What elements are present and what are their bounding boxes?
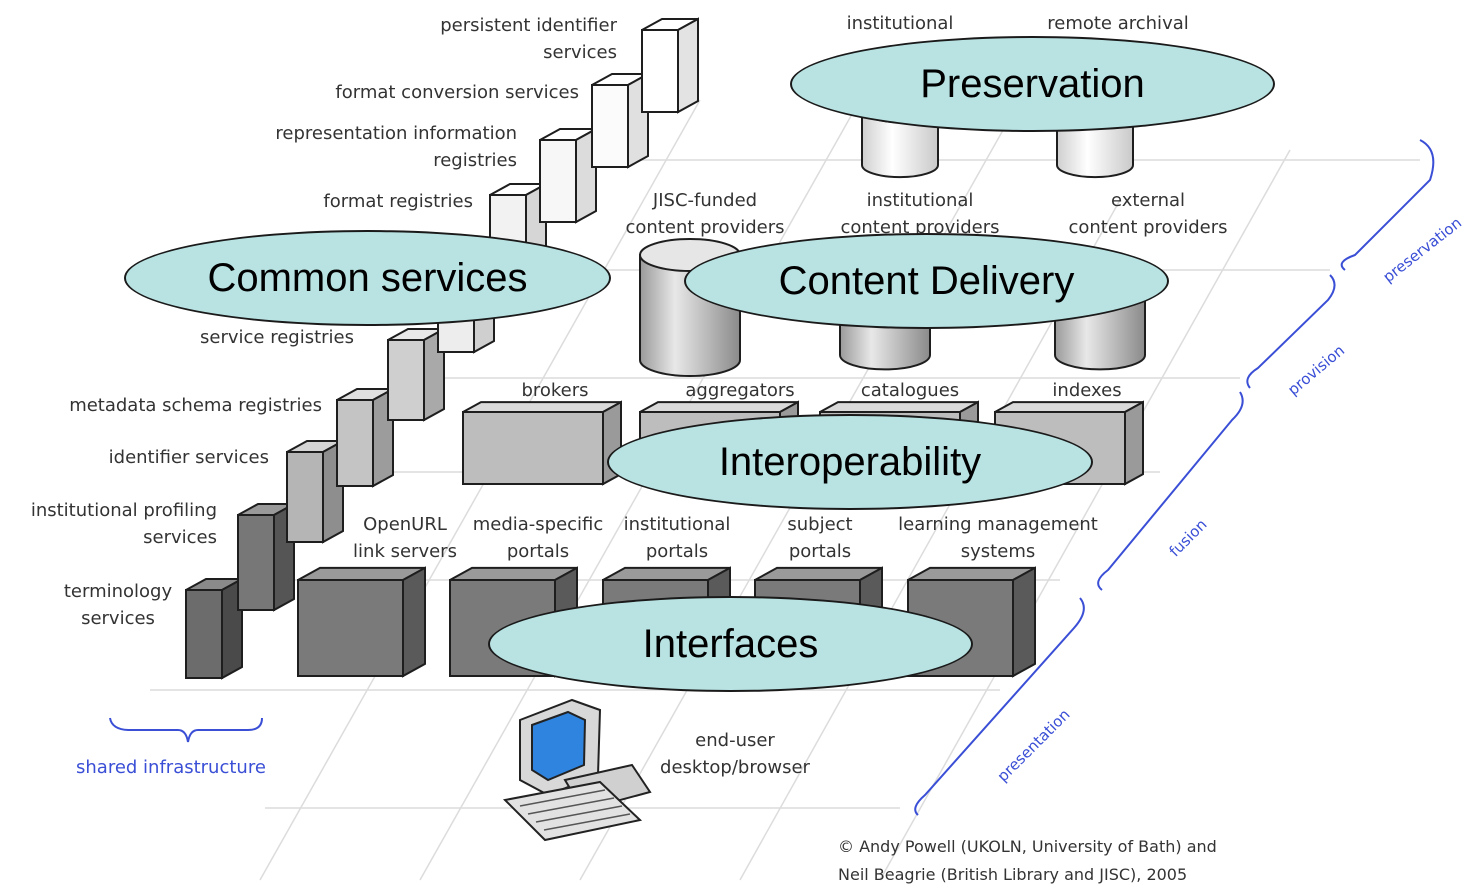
layer-preservation: Preservation [790,36,1275,132]
fusion-box-0 [462,400,622,486]
label-format-conversion: format conversion services [335,82,579,103]
label-jisc-funded: JISC-funded content providers [625,190,785,238]
label-indexes: indexes [1052,380,1122,401]
bracket-presentation [914,597,1085,816]
layer-brackets [109,139,1435,816]
grid-line-d5 [879,149,1291,881]
bracket-preservation [1340,139,1435,271]
shared-service-box-3 [336,387,394,488]
label-institutional-archive: institutional [846,13,954,34]
label-aggregators: aggregators [685,380,795,401]
shared-service-box-9 [641,17,699,114]
shared-service-box-7 [539,127,597,224]
label-persistent-identifier: persistent identifier services [440,15,617,63]
label-learning-management: learning management systems [898,514,1098,562]
label-external-content: external content providers [1068,190,1228,238]
label-metadata-schema: metadata schema registries [69,395,322,416]
label-institutional-profiling: institutional profiling services [30,500,217,548]
label-catalogues: catalogues [860,380,960,401]
label-institutional-portals: institutional portals [623,514,731,562]
layer-content-delivery: Content Delivery [684,233,1169,329]
layer-interoperability: Interoperability [607,414,1093,510]
label-openurl: OpenURL link servers [353,514,457,562]
bracket-fusion [1097,391,1244,591]
layer-common-services: Common services [124,230,611,326]
bracket-shared-infrastructure [109,717,263,743]
shared-service-box-8 [591,72,649,169]
shared-service-box-0 [185,577,243,680]
label-service-registries: service registries [200,327,354,348]
grid-line-d1 [259,99,701,881]
shared-service-box-4 [387,327,445,422]
label-media-specific: media-specific portals [472,514,604,562]
label-representation-information: representation information registries [275,123,517,171]
shared-service-box-2 [286,439,344,544]
label-shared-infrastructure: shared infrastructure [76,757,266,778]
presentation-box-0 [297,566,426,678]
credit-text: © Andy Powell (UKOLN, University of Bath… [838,837,1217,884]
label-terminology: terminology services [63,581,173,629]
label-format-registries: format registries [323,191,473,212]
grid-line-d2 [419,99,861,881]
label-remote-archival: remote archival [1047,13,1189,34]
bracket-provision [1246,274,1336,389]
layer-interfaces: Interfaces [488,596,973,692]
label-identifier-services: identifier services [108,447,269,468]
label-end-user: end-user desktop/browser [660,730,810,778]
shared-service-box-1 [237,502,295,612]
label-subject-portals: subject portals [787,514,853,562]
label-brokers: brokers [521,380,589,401]
computer-icon [502,698,652,842]
